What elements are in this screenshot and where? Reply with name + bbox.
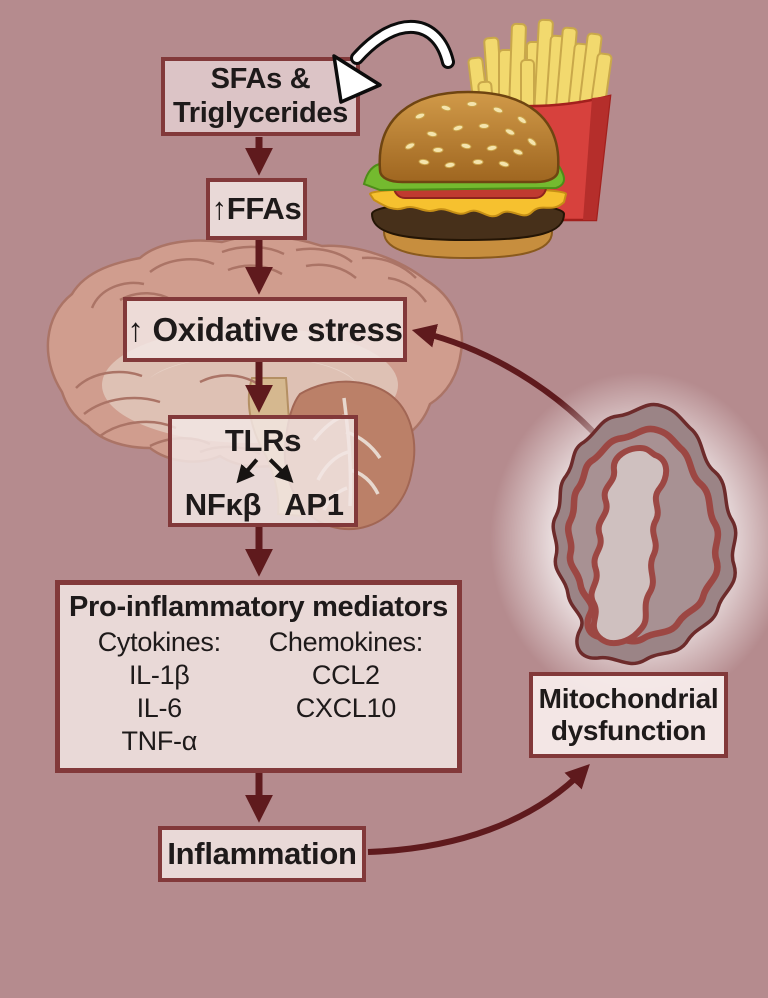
inflammation-label: Inflammation (167, 836, 357, 872)
cheeseburger-icon (362, 90, 568, 260)
chemokines-column: Chemokines: CCL2 CXCL10 (259, 626, 434, 758)
ap1-label: AP1 (284, 487, 344, 523)
mito-inner-membrane (568, 429, 718, 641)
arrow-tlrs-to-nfkb (236, 458, 259, 483)
tlrs-targets-row: NFκβ AP1 (172, 487, 354, 523)
chemokines-header: Chemokines: (268, 627, 424, 658)
fries-icon (467, 18, 613, 161)
sesame-seeds (404, 101, 537, 169)
fries-carton (464, 94, 612, 222)
tomato (393, 175, 547, 199)
cytokine-item: IL-6 (136, 693, 183, 724)
ffas-label: ↑FFAs (211, 191, 302, 227)
mediators-columns: Cytokines: IL-1β IL-6 TNF-α Chemokines: … (60, 626, 457, 758)
oxidative-label: ↑ Oxidative stress (127, 310, 403, 348)
arrow-mitochondria-to-oxidative (411, 324, 625, 468)
mediators-title: Pro-inflammatory mediators (69, 591, 448, 623)
bun-top (378, 90, 560, 184)
tlrs-branch-arrows (236, 457, 294, 483)
node-oxidative-stress: ↑ Oxidative stress (123, 297, 407, 362)
arrow-tlrs-to-ap1 (268, 457, 294, 483)
patty (370, 201, 566, 242)
node-proinflammatory-mediators: Pro-inflammatory mediators Cytokines: IL… (55, 580, 462, 773)
mito-label-line2: dysfunction (550, 715, 707, 746)
cytokines-column: Cytokines: IL-1β IL-6 TNF-α (60, 626, 259, 758)
arrow-inflammation-to-mito (367, 764, 590, 855)
mito-outer-membrane (551, 402, 738, 666)
cytokines-header: Cytokines: (97, 627, 221, 658)
sfa-label-line2: Triglycerides (172, 96, 349, 129)
bun-bottom (382, 217, 554, 260)
node-ffas: ↑FFAs (206, 178, 307, 240)
mito-cristae (588, 444, 670, 647)
lettuce (362, 146, 565, 192)
mito-glow (490, 372, 768, 708)
cytokine-item: IL-1β (128, 660, 190, 691)
cytokine-item: TNF-α (121, 726, 198, 757)
node-mitochondrial-dysfunction: Mitochondrial dysfunction (529, 672, 728, 758)
cheese (368, 187, 568, 218)
node-tlrs: TLRs NFκβ AP1 (168, 415, 358, 527)
chemokine-item: CCL2 (311, 660, 380, 691)
node-sfa-triglycerides: SFAs & Triglycerides (161, 57, 360, 136)
sfa-label-line1: SFAs & (210, 63, 311, 96)
mito-label-line1: Mitochondrial (538, 682, 719, 714)
nfkb-label: NFκβ (184, 487, 262, 523)
node-inflammation: Inflammation (158, 826, 366, 882)
chemokine-item: CXCL10 (295, 693, 397, 724)
tlrs-title: TLRs (224, 423, 302, 458)
